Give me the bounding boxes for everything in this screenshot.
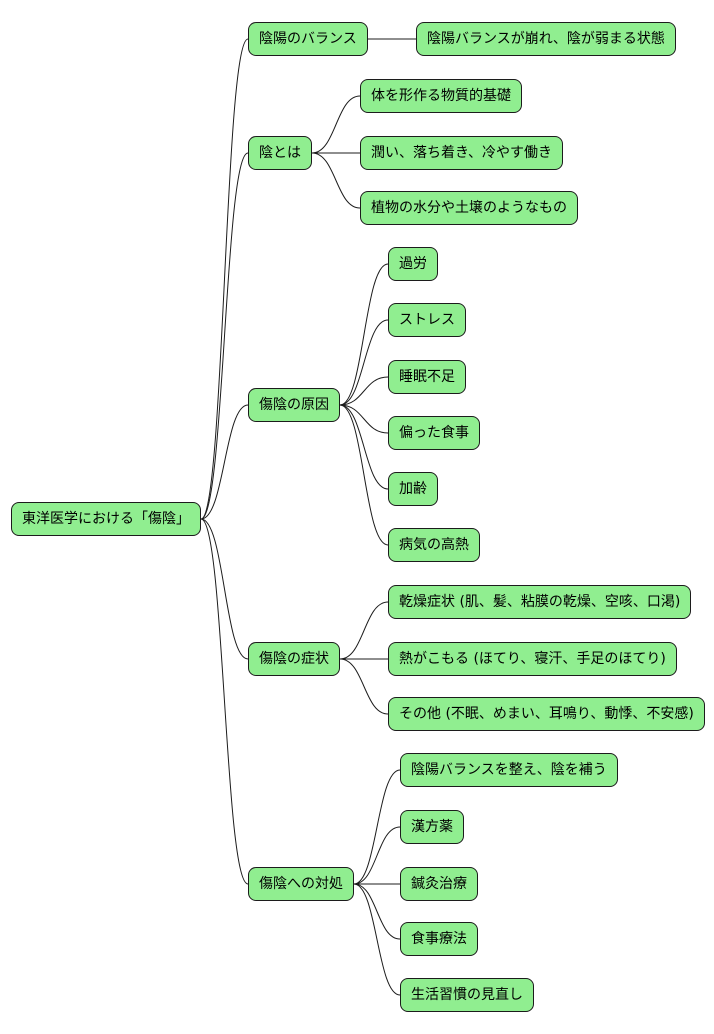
connector [200, 518, 249, 885]
leaf-symptom-3: その他 (不眠、めまい、耳鳴り、動悸、不安感) [388, 697, 705, 731]
leaf-cause-3: 睡眠不足 [388, 360, 466, 394]
branch-symptoms: 傷陰の症状 [248, 642, 340, 676]
connector [311, 152, 361, 209]
root-node: 東洋医学における「傷陰」 [11, 502, 201, 536]
leaf-cause-5: 加齢 [388, 472, 438, 506]
connector [353, 826, 401, 885]
leaf-cause-4: 偏った食事 [388, 416, 480, 450]
branch-balance: 陰陽のバランス [248, 22, 368, 56]
connector [339, 601, 389, 660]
leaf-treatment-2: 漢方薬 [400, 810, 464, 844]
leaf-cause-6: 病気の高熱 [388, 528, 480, 562]
leaf-balance-1: 陰陽バランスが崩れ、陰が弱まる状態 [416, 22, 676, 56]
leaf-treatment-5: 生活習慣の見直し [400, 978, 534, 1012]
connector [311, 95, 361, 154]
leaf-symptom-1: 乾燥症状 (肌、髪、粘膜の乾燥、空咳、口渇) [388, 585, 692, 619]
connector [353, 769, 401, 885]
branch-yin: 陰とは [248, 136, 312, 170]
connector [339, 263, 389, 406]
leaf-symptom-2: 熱がこもる (ほてり、寝汗、手足のほてり) [388, 642, 677, 676]
connector [200, 38, 249, 520]
leaf-treatment-1: 陰陽バランスを整え、陰を補う [400, 753, 618, 787]
leaf-cause-1: 過労 [388, 247, 438, 281]
leaf-treatment-4: 食事療法 [400, 922, 478, 956]
leaf-treatment-3: 鍼灸治療 [400, 867, 478, 901]
branch-treatment: 傷陰への対処 [248, 867, 354, 901]
connector [200, 152, 249, 520]
leaf-yin-1: 体を形作る物質的基礎 [360, 79, 522, 113]
branch-causes: 傷陰の原因 [248, 388, 340, 422]
leaf-yin-2: 潤い、落ち着き、冷やす働き [360, 136, 564, 170]
connector [339, 319, 389, 406]
connector [339, 658, 389, 715]
connector [353, 883, 401, 996]
leaf-cause-2: ストレス [388, 303, 466, 337]
connector [353, 883, 401, 940]
leaf-yin-3: 植物の水分や土壌のようなもの [360, 191, 578, 225]
connector [339, 404, 389, 490]
connector [339, 404, 389, 546]
connector [200, 518, 249, 660]
connector [339, 376, 389, 406]
connector [339, 404, 389, 434]
connector [200, 404, 249, 520]
